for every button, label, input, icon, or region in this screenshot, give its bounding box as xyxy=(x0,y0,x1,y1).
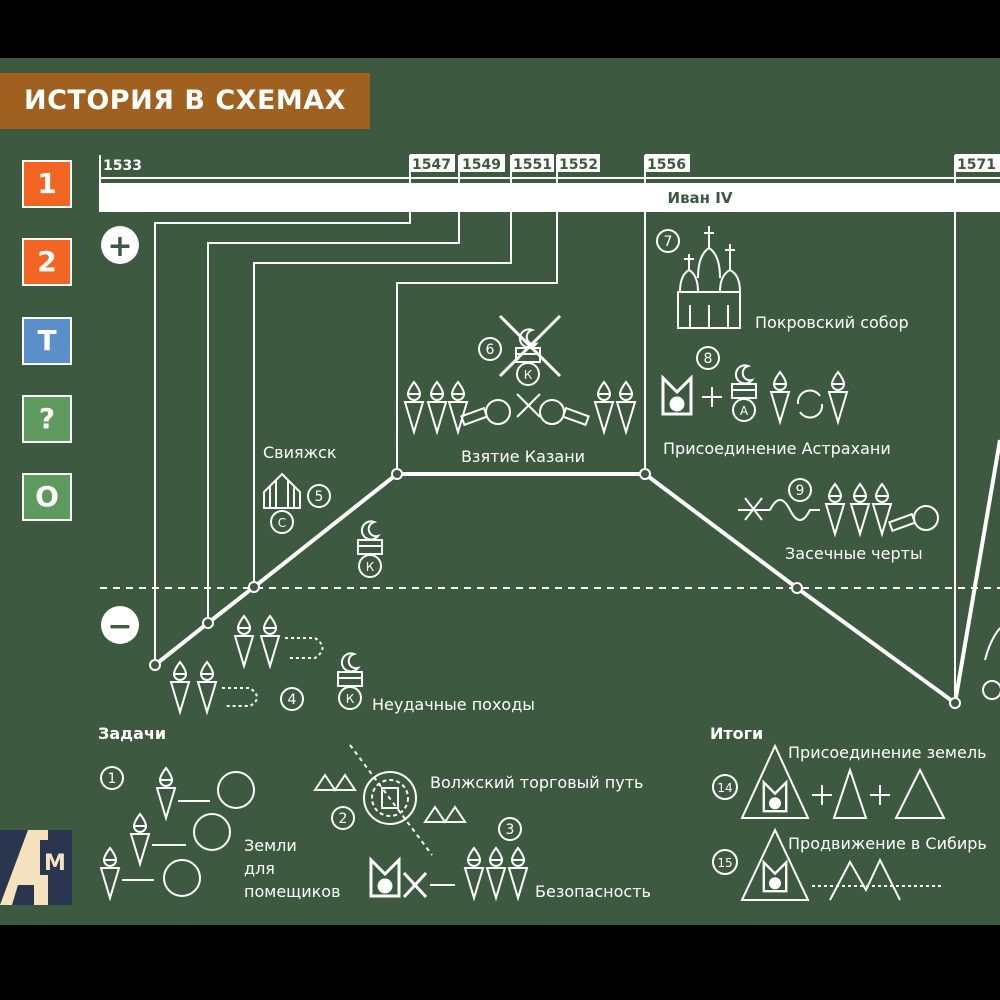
number-6: 6 xyxy=(486,342,495,358)
year-1547: 1547 xyxy=(410,154,455,173)
crossed-khanate-icon xyxy=(498,314,562,386)
kazan-letter: К xyxy=(366,560,375,574)
number-circles xyxy=(100,229,812,875)
crossed-swords-icon xyxy=(516,393,541,418)
cannon-icon xyxy=(539,399,590,426)
fire-icon xyxy=(982,627,1000,700)
label-annex: Присоединение земель xyxy=(788,743,987,762)
fortress-letter: С xyxy=(278,516,286,530)
tasks-heading: Задачи xyxy=(98,724,166,743)
number-15: 15 xyxy=(717,856,732,870)
label-lands-3: помещиков xyxy=(244,882,341,901)
label-zasechnye: Засечные черты xyxy=(785,544,923,563)
label-security: Безопасность xyxy=(535,882,651,901)
number-14: 14 xyxy=(717,781,732,795)
astrakhan-letter: А xyxy=(740,404,749,418)
crossed-khanate-letter: К xyxy=(524,368,533,382)
landowner-icons xyxy=(100,767,255,899)
number-7: 7 xyxy=(664,234,673,250)
cannon-icon xyxy=(460,399,511,426)
trend-line xyxy=(153,439,1000,707)
label-astrakhan: Присоединение Астрахани xyxy=(663,439,891,458)
svg-text:1552: 1552 xyxy=(559,157,598,173)
svg-text:M: M xyxy=(44,851,66,876)
label-sviyazhsk: Свияжск xyxy=(263,443,337,462)
page-title: ИСТОРИЯ В СХЕМАХ xyxy=(0,73,370,129)
ruler-label: Иван IV xyxy=(668,189,733,207)
label-kazan: Взятие Казани xyxy=(461,447,585,466)
warrior-icon xyxy=(770,371,848,423)
label-siberia: Продвижение в Сибирь xyxy=(788,834,987,853)
label-pokrov: Покровский собор xyxy=(755,313,909,332)
trade-route-icon xyxy=(313,744,467,856)
logo: M xyxy=(0,830,72,905)
number-4: 4 xyxy=(288,692,297,708)
svg-text:1556: 1556 xyxy=(647,157,686,173)
army-icon xyxy=(170,615,280,713)
svg-text:1547: 1547 xyxy=(412,157,451,173)
year-1571: 1571 xyxy=(955,154,1000,173)
year-1551: 1551 xyxy=(512,154,554,173)
year-1556: 1556 xyxy=(645,154,690,173)
label-failed: Неудачные походы xyxy=(372,695,535,714)
svg-text:−: − xyxy=(107,609,132,644)
minus-icon: − xyxy=(101,606,139,644)
side-button-1[interactable]: 1 xyxy=(22,160,72,208)
side-button-answer[interactable]: O xyxy=(22,473,72,521)
russian-army-icon xyxy=(404,381,468,433)
logo-mark: M xyxy=(0,830,72,905)
annexation-icon xyxy=(740,743,946,819)
number-8: 8 xyxy=(704,351,713,367)
number-9: 9 xyxy=(796,483,805,499)
security-icon xyxy=(369,847,528,899)
svg-text:+: + xyxy=(107,229,132,264)
number-1: 1 xyxy=(108,771,117,787)
svg-text:1533: 1533 xyxy=(103,158,142,174)
moscow-icon xyxy=(661,376,693,416)
side-button-test[interactable]: T xyxy=(22,317,72,365)
retreat-arrows-icon xyxy=(222,637,324,707)
side-button-2[interactable]: 2 xyxy=(22,238,72,286)
label-lands-2: для xyxy=(244,859,275,878)
number-5: 5 xyxy=(315,489,324,505)
fortress-icon xyxy=(263,472,301,534)
cannon-icon xyxy=(888,505,939,532)
army-icon xyxy=(825,483,892,535)
plus-icon: + xyxy=(101,226,139,264)
side-button-question[interactable]: ? xyxy=(22,395,72,443)
failed-khanate-letter: К xyxy=(346,692,355,706)
number-3: 3 xyxy=(506,822,515,838)
year-1552: 1552 xyxy=(557,154,600,173)
abatis-icon xyxy=(738,497,820,521)
timeline: 1533 1547 1549 1551 1552 1556 1571 Иван … xyxy=(99,154,1000,212)
year-connectors xyxy=(154,155,956,703)
cathedral-icon xyxy=(677,226,741,329)
label-volga: Волжский торговый путь xyxy=(430,773,643,792)
svg-text:1551: 1551 xyxy=(513,157,552,173)
svg-text:1571: 1571 xyxy=(957,157,996,173)
tatar-army-icon xyxy=(594,381,636,433)
number-2: 2 xyxy=(339,811,348,827)
year-1549: 1549 xyxy=(460,154,505,173)
siberia-icon xyxy=(740,827,942,901)
cycle-arrows-icon xyxy=(796,389,824,419)
label-lands-1: Земли xyxy=(244,836,297,855)
svg-text:1549: 1549 xyxy=(462,157,501,173)
year-1533: 1533 xyxy=(103,158,142,174)
trend-points xyxy=(149,468,961,709)
results-heading: Итоги xyxy=(710,724,763,743)
plus-sign-icon xyxy=(702,387,722,407)
